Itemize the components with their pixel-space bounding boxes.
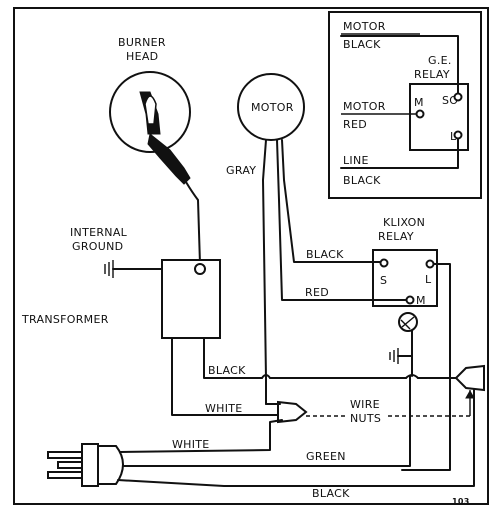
burner-head-label-2: HEAD xyxy=(126,50,158,63)
inset-motor-black-label-2: BLACK xyxy=(343,38,381,51)
plug-base xyxy=(81,443,99,487)
green-wire-label: GREEN xyxy=(306,450,346,463)
page-number: 103 xyxy=(452,497,470,506)
klixon-relay-label-1: KLIXON xyxy=(383,216,425,229)
transformer-label: TRANSFORMER xyxy=(21,313,109,326)
wire-nuts-label-2: NUTS xyxy=(350,412,381,425)
klixon-l-terminal: L xyxy=(425,273,432,286)
plug-body xyxy=(97,445,124,485)
black-motor-wire-label: BLACK xyxy=(306,248,344,261)
inset-ge-relay-label-1: G.E. xyxy=(428,54,452,67)
inset-frame xyxy=(328,11,482,199)
klixon-s-terminal: S xyxy=(380,274,387,287)
inset-ge-relay-body xyxy=(409,83,469,151)
burner-flame-icon xyxy=(144,95,157,125)
transformer-group: INTERNAL GROUND TRANSFORMER xyxy=(21,226,221,339)
motor-label: MOTOR xyxy=(251,101,294,114)
transformer-body xyxy=(161,259,221,339)
wire-nuts-label-1: WIRE xyxy=(350,398,380,411)
inset-ge-relay-label-2: RELAY xyxy=(414,68,450,81)
burner-head: BURNER HEAD xyxy=(109,36,201,265)
white-plug-wire-label: WHITE xyxy=(172,438,210,451)
gray-wire-label: GRAY xyxy=(226,164,256,177)
inset-ge-l-terminal: L xyxy=(450,130,457,143)
red-motor-wire-label: RED xyxy=(305,286,329,299)
power-plug xyxy=(47,443,124,487)
ge-relay-inset: MOTOR BLACK G.E. RELAY M SO L MOTOR RED … xyxy=(328,11,482,199)
inset-motor-red-label-1: MOTOR xyxy=(343,100,386,113)
inset-motor-red-label-2: RED xyxy=(343,118,367,131)
plug-prong-top xyxy=(47,451,83,459)
inset-motor-black-label-1: MOTOR xyxy=(343,20,386,33)
wire-nut-right xyxy=(454,364,485,392)
klixon-relay: KLIXON RELAY S L M xyxy=(372,216,438,377)
black-bottom-wire-label: BLACK xyxy=(312,487,350,500)
motor-circle xyxy=(237,73,305,141)
burner-head-label-1: BURNER xyxy=(118,36,166,49)
plug-prong-bottom xyxy=(47,471,83,479)
klixon-relay-label-2: RELAY xyxy=(378,230,414,243)
motor: MOTOR GRAY xyxy=(226,73,305,177)
burner-ignitor-icon xyxy=(147,133,191,185)
black-transformer-wire-label: BLACK xyxy=(208,364,246,377)
klixon-m-terminal: M xyxy=(416,294,426,307)
wire-nuts: WIRE NUTS xyxy=(277,364,485,425)
inset-ge-m-terminal: M xyxy=(414,96,424,109)
wire-nut-left xyxy=(277,400,308,424)
inset-line-black-label-2: BLACK xyxy=(343,174,381,187)
internal-ground-label-2: GROUND xyxy=(72,240,123,253)
inset-line-black-label-1: LINE xyxy=(343,154,369,167)
burner-head-circle xyxy=(109,71,191,153)
plug-prong-ground xyxy=(57,461,83,469)
white-transformer-wire-label: WHITE xyxy=(205,402,243,415)
internal-ground-label-1: INTERNAL xyxy=(70,226,128,239)
outer-frame xyxy=(13,7,489,505)
